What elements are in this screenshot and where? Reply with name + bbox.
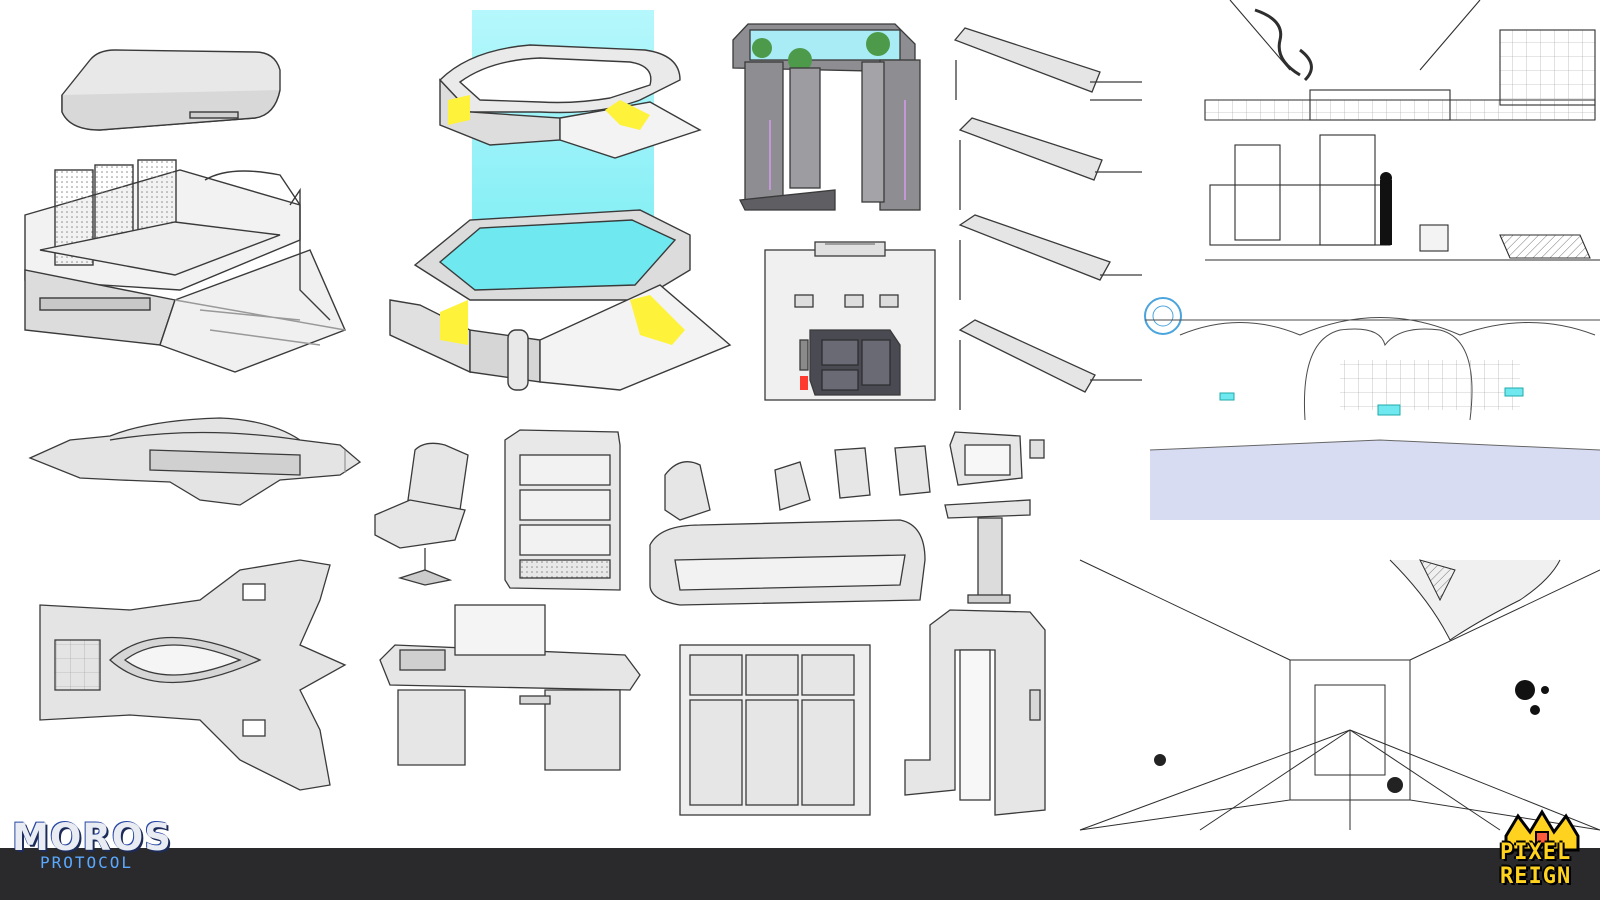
studio-logo-line2: REIGN	[1500, 864, 1572, 889]
door-icon	[764, 241, 936, 401]
terminal-icon	[944, 431, 1045, 604]
bed-icon	[24, 49, 346, 373]
cabinet-icon	[504, 429, 621, 591]
studio-logo-line1: PIXEL	[1500, 840, 1572, 865]
desk-icon	[379, 604, 641, 771]
game-logo-subtitle: PROTOCOL	[40, 853, 134, 872]
corridor-icon	[1079, 559, 1600, 831]
chair-icon	[374, 442, 469, 586]
studio-logo-crown-icon	[1504, 809, 1580, 852]
pod-icon	[389, 10, 732, 391]
footer-bar	[0, 848, 1600, 900]
frame-icon	[904, 609, 1046, 816]
ship-icon	[28, 417, 362, 506]
pipe-icon	[953, 27, 1142, 410]
desk-icon	[649, 445, 931, 606]
hangar-icon	[1204, 0, 1600, 261]
arch-icon	[732, 23, 921, 211]
locker-icon	[679, 644, 871, 816]
ship-icon	[39, 559, 347, 791]
room-icon	[1144, 297, 1600, 520]
game-logo-title: MOROS	[12, 816, 172, 859]
